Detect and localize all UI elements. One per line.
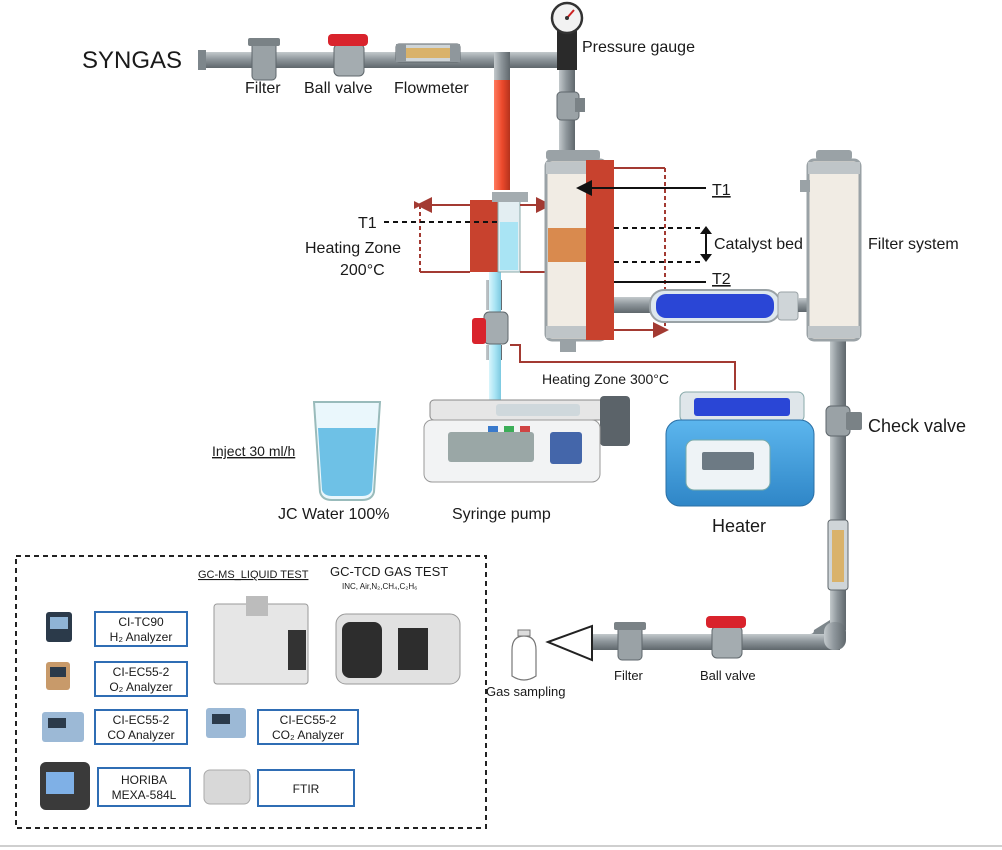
ball-valve-top — [328, 34, 368, 77]
analyzer-co2-line2: CO₂ Analyzer — [272, 728, 344, 742]
left-heating-zone — [384, 192, 552, 273]
heater-wire — [510, 344, 736, 390]
label-heater: Heater — [712, 516, 766, 536]
label-flowmeter: Flowmeter — [394, 80, 469, 97]
label-catalyst-bed: Catalyst bed — [714, 236, 803, 253]
ball-valve-bottom — [706, 616, 746, 659]
heated-feed-line — [494, 80, 510, 190]
label-heating-zone-left: Heating Zone — [305, 240, 401, 257]
check-valve — [825, 405, 862, 437]
label-ball-valve-bottom: Ball valve — [700, 668, 756, 683]
analyzer-box-h2 — [94, 611, 188, 647]
label-syringe-pump: Syringe pump — [452, 506, 551, 523]
filter-system — [800, 150, 862, 342]
analyzer-box-horiba — [97, 767, 191, 807]
bead-tube — [649, 289, 828, 323]
heater — [665, 391, 815, 507]
label-ball-valve-top: Ball valve — [304, 80, 373, 97]
flow-arrow-bottom — [545, 624, 593, 662]
analyzer-o2-line1: CI-EC55-2 — [113, 665, 170, 679]
label-t2: T2 — [712, 271, 731, 288]
label-filter-system: Filter system — [868, 236, 959, 253]
reactor — [544, 150, 712, 352]
syngas-title: SYNGAS — [82, 47, 182, 74]
analyzer-co-line2: CO Analyzer — [107, 728, 174, 742]
analyzer-box-co2 — [257, 709, 359, 745]
label-water: JC Water 100% — [278, 506, 389, 523]
analyzer-ftir-label: FTIR — [293, 782, 320, 796]
analyzer-boxes — [94, 611, 359, 807]
analyzer-box-ftir — [257, 769, 355, 807]
filter-top — [248, 38, 280, 81]
label-t1-right: T1 — [712, 182, 731, 199]
analysis-panel — [15, 555, 487, 829]
label-pressure-gauge: Pressure gauge — [582, 39, 695, 56]
label-heating-zone-left-temp: 200°C — [340, 262, 385, 279]
label-heating-zone-right: Heating Zone 300°C — [542, 371, 669, 387]
pressure-gauge — [550, 1, 584, 70]
beaker — [312, 401, 382, 501]
label-filter-bottom: Filter — [614, 668, 644, 683]
analyzer-co-line1: CI-EC55-2 — [113, 713, 170, 727]
label-gcms: GC-MS_LIQUID TEST — [198, 569, 309, 581]
label-filter-top: Filter — [245, 80, 281, 97]
analyzer-h2-line2: H₂ Analyzer — [110, 630, 173, 644]
label-gctcd: GC-TCD GAS TEST — [330, 564, 448, 579]
flowmeter-top — [395, 43, 461, 63]
gas-sampling-bag — [511, 629, 537, 681]
analyzer-box-o2 — [94, 661, 188, 697]
label-inject: Inject 30 ml/h — [212, 443, 295, 459]
flowmeter-right — [827, 519, 849, 591]
analyzer-co2-line1: CI-EC55-2 — [280, 713, 337, 727]
filter-bottom — [614, 622, 646, 661]
analyzer-icons — [40, 596, 461, 810]
ball-valve-left — [472, 311, 509, 345]
label-gas-sampling: Gas sampling — [486, 684, 565, 699]
analyzer-o2-line2: O₂ Analyzer — [109, 680, 172, 694]
label-t1-left: T1 — [358, 215, 377, 232]
analyzer-h2-line1: CI-TC90 — [118, 615, 164, 629]
analyzer-horiba-line2: MEXA-584L — [112, 788, 177, 802]
analyzer-horiba-line1: HORIBA — [121, 773, 167, 787]
valve-upper-right — [556, 91, 585, 121]
piping — [198, 40, 846, 650]
syringe-pump — [423, 396, 630, 483]
analyzer-box-co — [94, 709, 188, 745]
label-check-valve: Check valve — [868, 416, 966, 436]
label-gctcd-sub: INC, Air,N₂,CH₄,C₂H₆ — [342, 582, 417, 591]
